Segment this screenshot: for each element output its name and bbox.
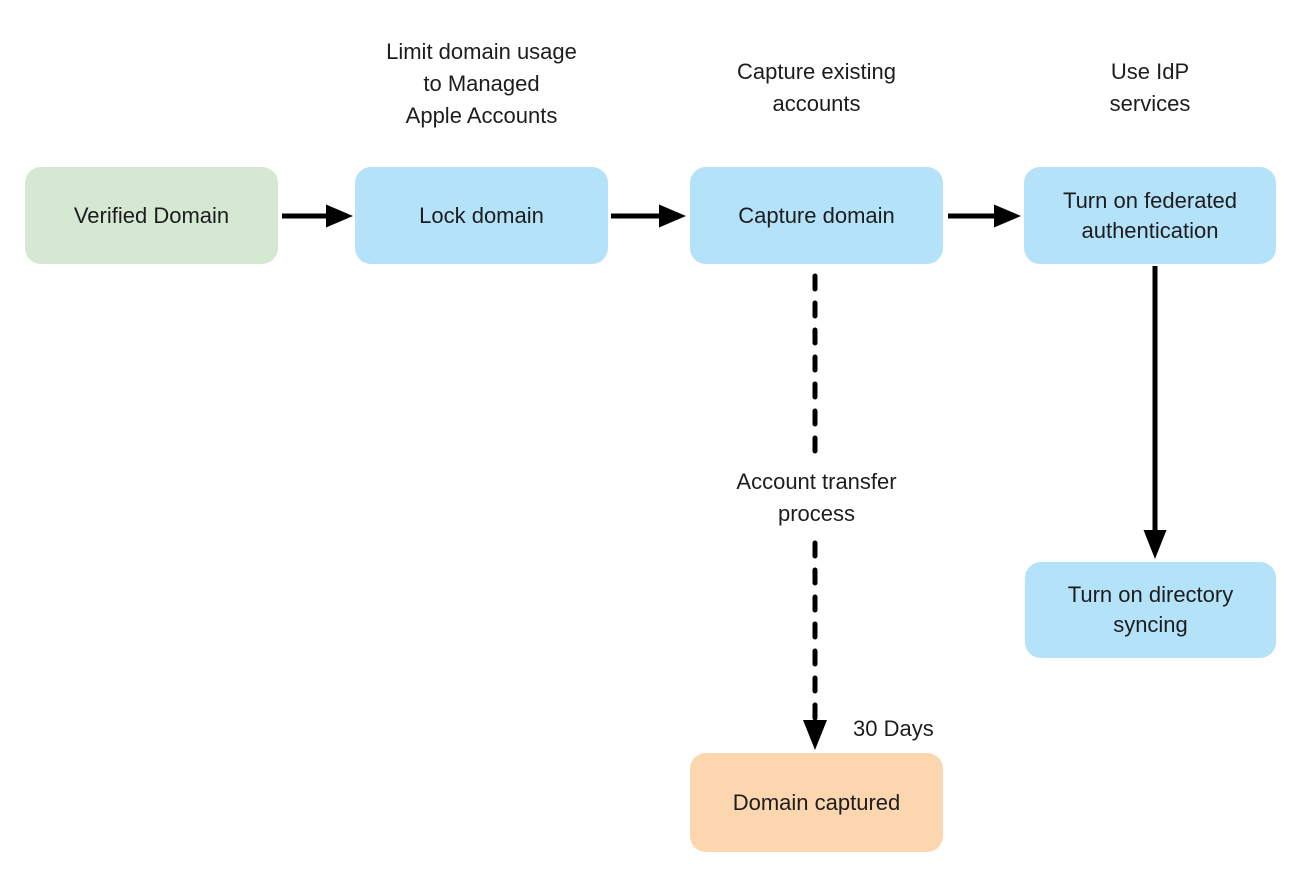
arrowhead-capture-to-federated <box>994 204 1021 228</box>
annotation-thirty-days: 30 Days <box>853 716 934 741</box>
annotation-limit-domain-usage: Limit domain usage to Managed Apple Acco… <box>386 39 577 128</box>
arrowhead-lock-to-capture <box>659 204 686 228</box>
arrowhead-federated-to-directory <box>1143 530 1167 559</box>
annotation-account-transfer-process: Account transfer process <box>736 469 897 526</box>
annotation-capture-existing-accounts: Capture existing accounts <box>737 59 896 116</box>
node-verified-domain: Verified Domain <box>25 167 278 264</box>
node-turn-on-federated-authentication: Turn on federated authentication <box>1024 167 1276 264</box>
node-domain-captured: Domain captured <box>690 753 943 852</box>
node-lock-domain: Lock domain <box>355 167 608 264</box>
arrowhead-capture-to-captured <box>803 720 827 750</box>
annotation-use-idp-services: Use IdP services <box>1109 59 1191 116</box>
node-capture-domain: Capture domain <box>690 167 943 264</box>
arrowhead-verified-to-lock <box>326 204 353 228</box>
node-turn-on-directory-syncing: Turn on directory syncing <box>1025 562 1276 658</box>
